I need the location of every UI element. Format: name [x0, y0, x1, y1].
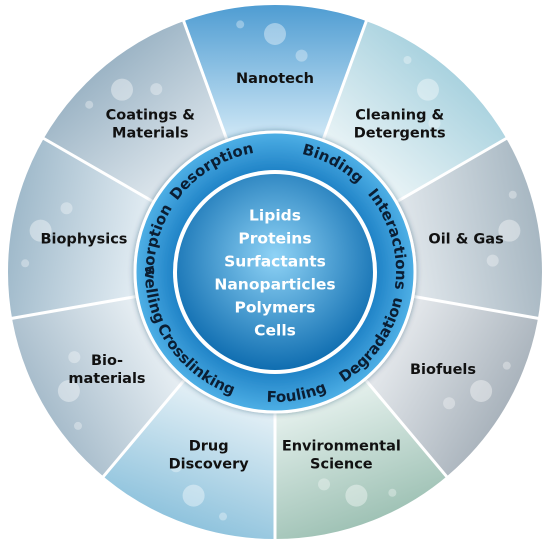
center-item: Proteins: [238, 230, 311, 248]
implant-icon: [57, 351, 82, 430]
segment-label: Biofuels: [410, 362, 476, 378]
segment-label: Environmental: [282, 438, 401, 454]
offshore-rig-icon: [486, 190, 521, 267]
center-disk: [177, 174, 373, 370]
segment-label: Drug: [189, 438, 229, 454]
capsule-icon: [170, 460, 228, 521]
segment-label: Biophysics: [40, 231, 127, 247]
segment-label: Bio-: [91, 353, 123, 369]
coated-surface-icon: [85, 78, 163, 109]
segment-labels-layer: Biophysics Coatings & Materials NanotechCle…: [40, 71, 503, 472]
droplet-on-nanopillars-icon: [236, 20, 308, 62]
water-drops-icon: [318, 478, 397, 507]
center-item: Nanoparticles: [214, 276, 335, 294]
segment-label: Discovery: [169, 456, 250, 472]
segment-label: Detergents: [354, 125, 446, 141]
center-item: Cells: [254, 322, 296, 340]
segment-label: Cleaning &: [355, 107, 444, 123]
center-item: Surfactants: [224, 253, 326, 271]
segment-label: Science: [310, 456, 373, 472]
center-item: Lipids: [249, 207, 301, 225]
segment-label: Coatings &: [106, 107, 196, 123]
segment-label: Nanotech: [236, 71, 314, 87]
segment-label: materials: [68, 371, 145, 387]
bubble-spheres-icon: [21, 202, 73, 268]
center-items-layer: LipidsProteinsSurfactantsNanoparticlesPo…: [214, 207, 335, 340]
fuel-cell-logo-icon: [443, 361, 511, 410]
segment-label: Oil & Gas: [428, 231, 503, 247]
center-item: Polymers: [235, 299, 316, 317]
segment-label: Materials: [112, 125, 189, 141]
foam-icon: [403, 55, 441, 130]
